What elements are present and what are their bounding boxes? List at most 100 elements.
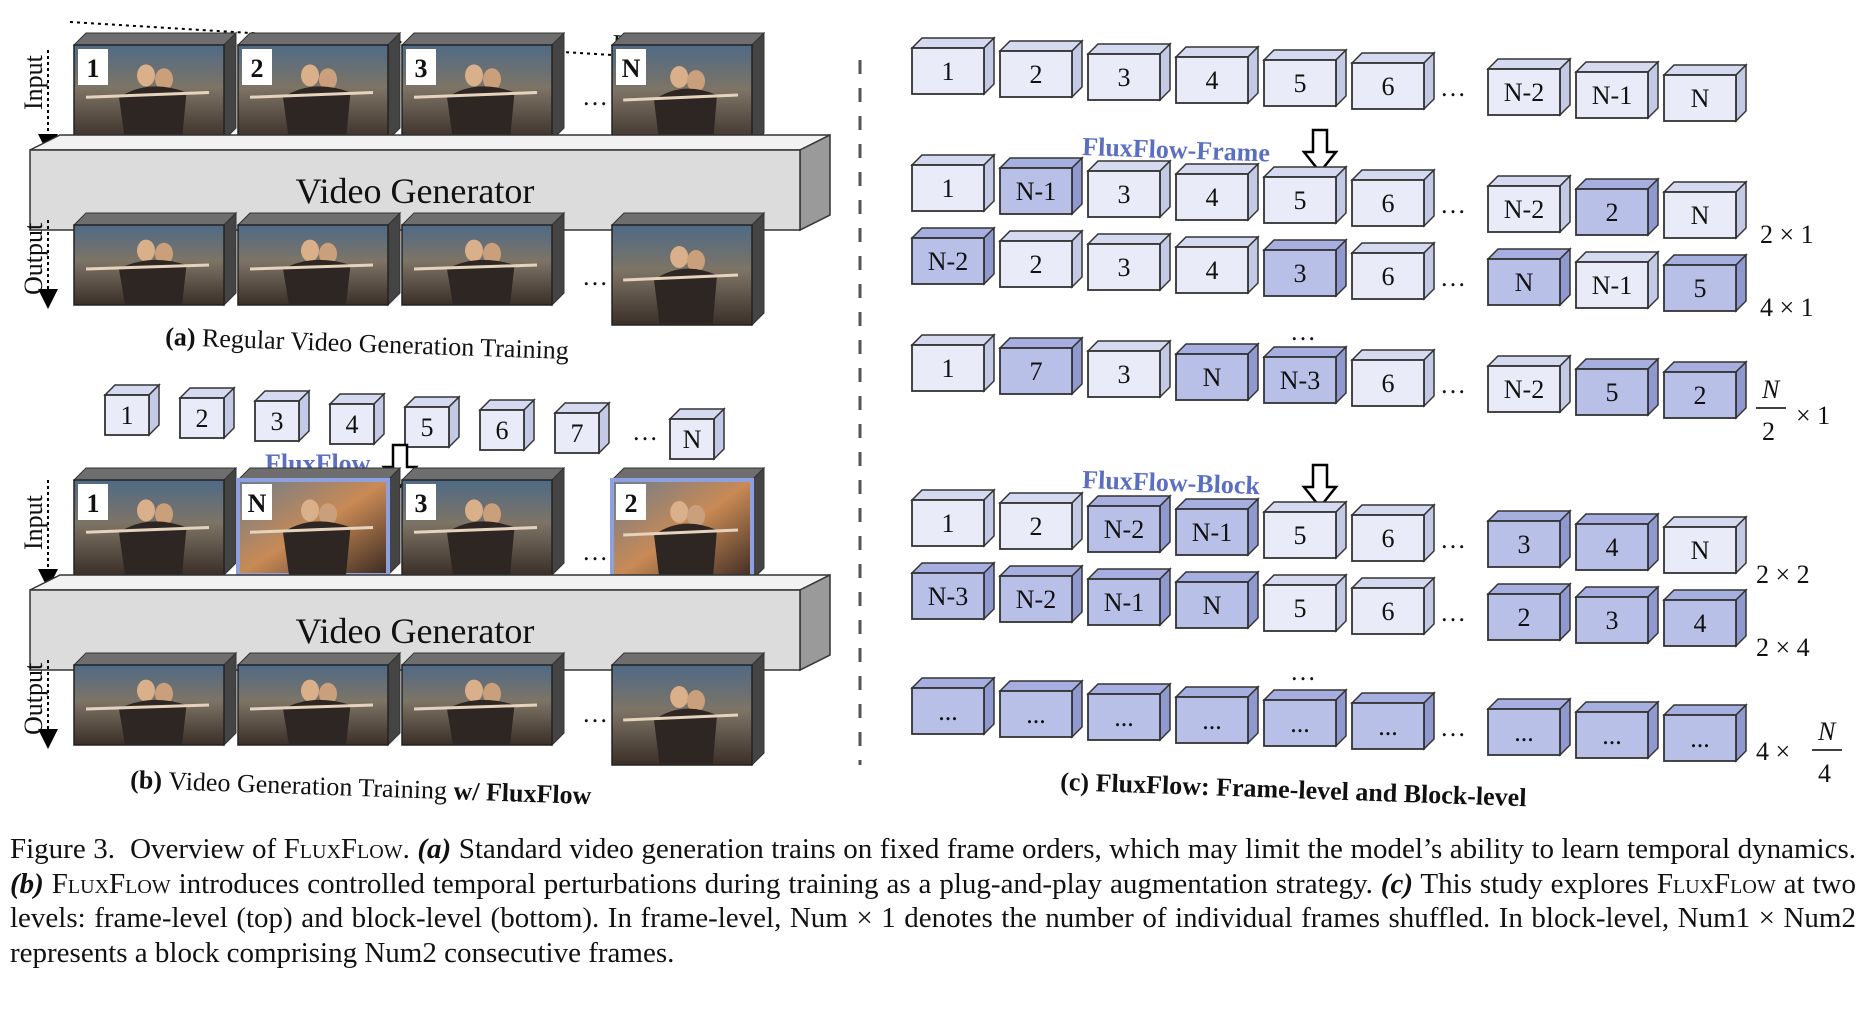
ellipsis: … xyxy=(1440,190,1466,219)
caption-seg-b: introduces controlled temporal perturbat… xyxy=(178,867,1373,900)
block-row-cube: 6 xyxy=(1350,503,1436,563)
cube-label: 5 xyxy=(1694,274,1707,303)
cube-label: 2 xyxy=(1030,512,1043,541)
frame-row-cube: 4 xyxy=(1174,235,1260,295)
caption-text: FluxFlow: Frame-level and Block-level xyxy=(1095,768,1527,812)
block-row-cube: ... xyxy=(1662,703,1748,763)
generator-label: Video Generator xyxy=(296,611,535,651)
caption-tag: (a) xyxy=(165,322,203,352)
person-head xyxy=(155,242,173,265)
frame-row-cube: 6 xyxy=(1350,348,1436,408)
cube-label: 1 xyxy=(942,354,955,383)
person-body xyxy=(654,708,717,765)
person-head xyxy=(137,64,155,87)
ellipsis: … xyxy=(1440,525,1466,554)
person-head xyxy=(687,250,705,272)
vdots: … xyxy=(1290,317,1316,346)
person-body xyxy=(654,88,717,145)
caption-tag: (c) xyxy=(1060,767,1096,797)
output-frame xyxy=(400,211,566,307)
block-row-cube: ... xyxy=(1086,682,1172,742)
cube-label: ... xyxy=(1114,703,1134,732)
cube-label: N-1 xyxy=(1592,271,1632,300)
top-cube: 2 xyxy=(178,386,236,440)
caption-bold: w/ FluxFlow xyxy=(453,776,592,810)
person-body xyxy=(654,268,717,325)
person-head xyxy=(465,499,483,522)
output-frame xyxy=(400,651,566,747)
person-head xyxy=(319,242,337,265)
cube-label: 2 xyxy=(1694,381,1707,410)
top-cube: N xyxy=(668,407,726,461)
person-head xyxy=(670,686,689,708)
input-frame: 2 xyxy=(236,31,402,142)
block-row-cube: N-1 xyxy=(1174,497,1260,557)
block-row-cube: N-2 xyxy=(1086,494,1172,554)
block-row-cube: ... xyxy=(998,679,1084,739)
cube-label: 7 xyxy=(571,419,584,448)
factor-den: 4 xyxy=(1818,759,1831,788)
frame-badge-bg xyxy=(78,484,108,520)
frame-row-cube: 6 xyxy=(1350,168,1436,228)
cube-label: 1 xyxy=(942,57,955,86)
person-head xyxy=(483,682,501,705)
ship-rail xyxy=(623,273,739,282)
frame-row-cube: 3 xyxy=(1086,232,1172,292)
cube-label: 6 xyxy=(1382,189,1395,218)
person-head xyxy=(670,501,689,523)
cube-label: 4 xyxy=(346,410,359,439)
cube-label: 5 xyxy=(1294,594,1307,623)
frame-badge-bg xyxy=(616,49,646,85)
input-frame: N xyxy=(610,31,766,147)
cube-label: 3 xyxy=(1118,63,1131,92)
caption-tag-b: (b) xyxy=(10,867,44,900)
top-cube: 7 xyxy=(553,401,611,455)
block-row-cube: 3 xyxy=(1486,509,1572,569)
frame-row-cube: N-2 xyxy=(1486,174,1572,234)
ship-rail xyxy=(85,526,210,534)
original-cube: N-2 xyxy=(1486,57,1572,117)
block-row-cube: ... xyxy=(1486,697,1572,757)
person-body xyxy=(283,699,351,745)
caption-figure-num: Figure 3. xyxy=(10,833,115,865)
ship-rail xyxy=(623,528,739,537)
caption-name-b: FluxFlow xyxy=(51,867,171,900)
ellipsis: … xyxy=(582,262,608,291)
frame-badge: 3 xyxy=(415,54,428,83)
cube-label: N xyxy=(683,425,702,454)
cube-label: 1 xyxy=(121,401,134,430)
frame-row-cube: 1 xyxy=(910,153,996,213)
ship-rail xyxy=(413,263,538,271)
block-row-cube: N xyxy=(1174,570,1260,630)
person-head xyxy=(155,682,173,705)
cube-label: 2 xyxy=(1606,198,1619,227)
cube-label: 5 xyxy=(421,413,434,442)
block-row-cube: ... xyxy=(1574,700,1660,760)
frame-badge: N xyxy=(248,489,267,518)
person-body xyxy=(283,259,351,305)
person-head xyxy=(155,68,173,91)
person-head xyxy=(670,246,689,268)
output-label: Output xyxy=(19,222,48,295)
output-frame xyxy=(72,211,238,307)
panel-c-caption: (c) FluxFlow: Frame-level and Block-leve… xyxy=(1060,767,1527,812)
panel-a-caption: (a) Regular Video Generation Training xyxy=(165,322,570,365)
original-cube: 2 xyxy=(998,39,1084,99)
frame-row-cube: N-2 xyxy=(910,226,996,286)
output-frame xyxy=(236,651,402,747)
input-label: Input xyxy=(19,494,48,550)
block-row-cube: 5 xyxy=(1262,573,1348,633)
frame-row-cube: 1 xyxy=(910,333,996,393)
ellipsis: … xyxy=(1440,263,1466,292)
generator-label: Video Generator xyxy=(296,171,535,211)
cube-label: 6 xyxy=(1382,524,1395,553)
input-frame: 2 xyxy=(610,466,766,582)
block-row-cube: 1 xyxy=(910,488,996,548)
person-head xyxy=(465,679,483,702)
cube-label: 7 xyxy=(1030,357,1043,386)
original-cube: 4 xyxy=(1174,45,1260,105)
ship-rail xyxy=(623,93,739,102)
frame-badge-bg xyxy=(406,484,436,520)
cube-label: 4 xyxy=(1694,609,1707,638)
